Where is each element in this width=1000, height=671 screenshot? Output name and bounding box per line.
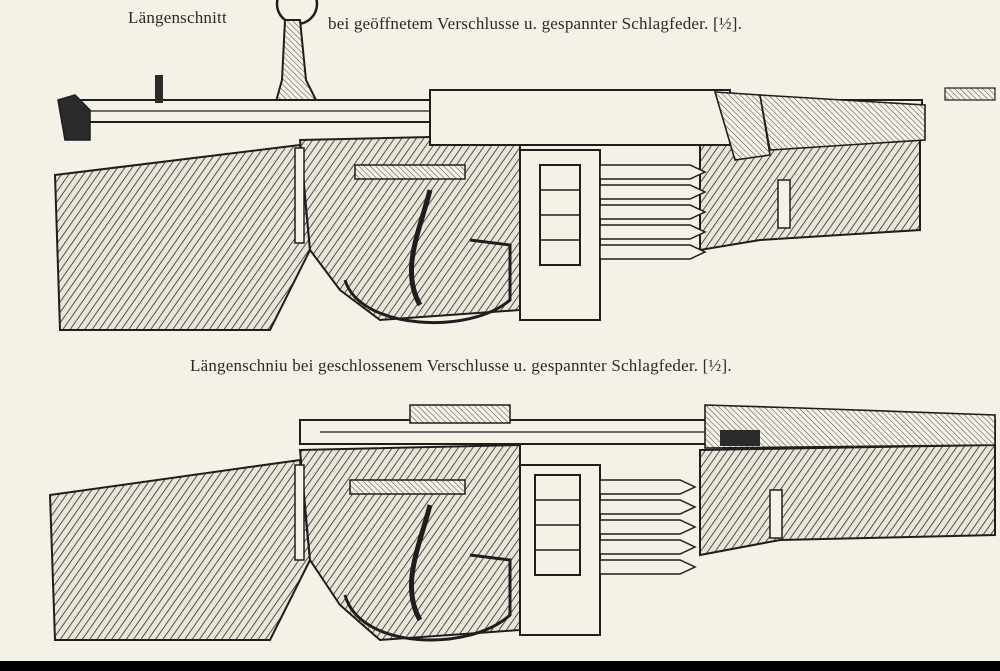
buttstock <box>53 143 312 331</box>
bolt-detached <box>944 87 996 101</box>
trigger-guard <box>343 553 512 642</box>
magazine <box>519 149 601 321</box>
magazine <box>519 464 601 636</box>
trigger <box>408 189 433 307</box>
trigger-guard <box>343 238 512 324</box>
trigger <box>408 504 433 622</box>
caption-open-left: Längenschnitt <box>128 8 227 27</box>
bolt-handle <box>273 0 319 107</box>
receiver <box>298 443 521 642</box>
rifle-open-bolt-section <box>53 0 996 331</box>
receiver <box>298 133 521 322</box>
bottom-border <box>0 661 1000 671</box>
caption-closed: Längenschniu bei geschlossenem Verschlus… <box>190 356 732 375</box>
muzzle-cap <box>57 94 91 141</box>
rifle-closed-bolt-section <box>48 404 996 642</box>
forend <box>699 443 996 557</box>
buttstock <box>48 458 312 641</box>
caption-open-right: bei geöffnetem Verschlusse u. gespannter… <box>328 14 743 33</box>
cartridges <box>599 479 697 575</box>
cartridges <box>599 164 707 260</box>
